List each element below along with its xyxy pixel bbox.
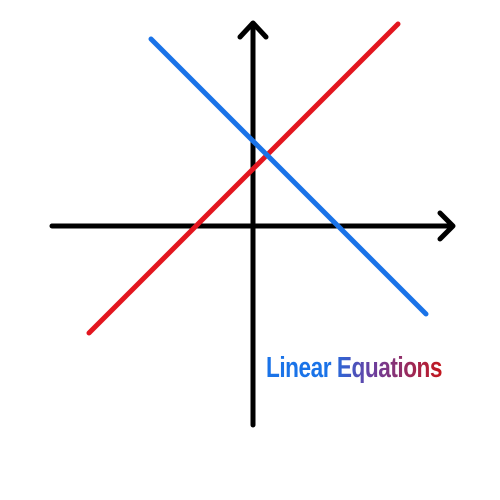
decreasing-line bbox=[148, 36, 429, 317]
increasing-line bbox=[86, 21, 401, 336]
y-axis-arrowhead bbox=[237, 20, 269, 40]
x-axis-arrowhead bbox=[437, 210, 456, 242]
diagram-title-text: Linear Equations bbox=[266, 352, 443, 384]
diagram-title: Linear Equations bbox=[266, 348, 442, 388]
